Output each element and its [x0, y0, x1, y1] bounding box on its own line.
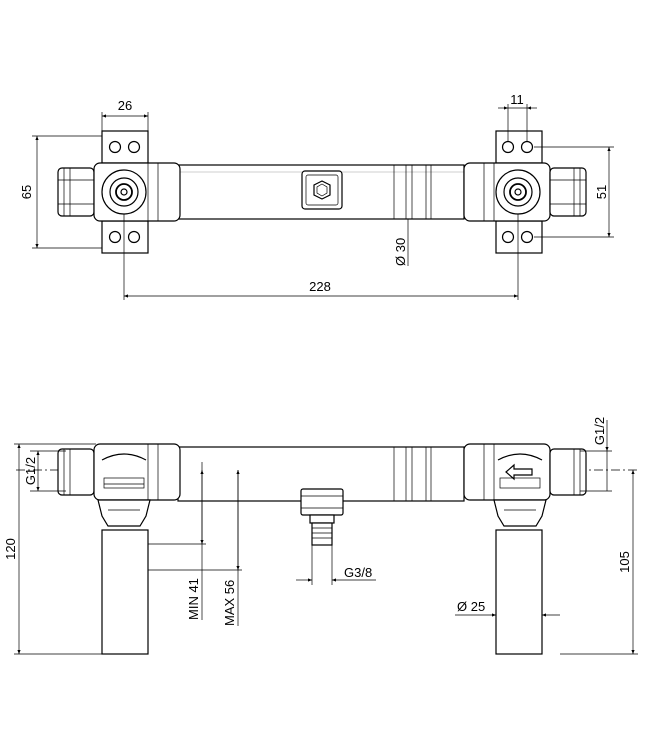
dim-text-26: 26 — [118, 98, 132, 113]
dim-text-g12-right: G1/2 — [592, 417, 607, 445]
dim-text-dia25: Ø 25 — [457, 599, 485, 614]
flow-arrow-icon — [505, 463, 533, 481]
dim-text-g38: G3/8 — [344, 565, 372, 580]
dim-flange-width: 26 — [101, 98, 149, 131]
dim-thread-right: G1/2 — [580, 417, 612, 492]
top-right-valve — [463, 162, 587, 222]
dim-text-228: 228 — [309, 279, 331, 294]
dim-text-dia30: Ø 30 — [393, 238, 408, 266]
top-center-hex-outlet — [301, 170, 343, 210]
dim-text-11: 11 — [510, 92, 524, 107]
side-left-valve — [57, 443, 181, 527]
dim-flange-height: 65 — [19, 135, 102, 249]
dim-text-max56: MAX 56 — [222, 580, 237, 626]
side-center-outlet — [300, 488, 344, 546]
dim-text-min41: MIN 41 — [186, 578, 201, 620]
dim-text-g12-left: G1/2 — [23, 457, 38, 485]
side-view: G1/2 G1/2 120 MIN 41 — [3, 417, 640, 655]
side-left-leg — [101, 529, 149, 655]
dim-thread-left: G1/2 — [23, 450, 66, 492]
dim-outlet-max: MAX 56 — [148, 470, 242, 626]
dim-leg-height: 105 — [560, 470, 638, 655]
dim-text-105: 105 — [617, 551, 632, 573]
dim-overall-height: 120 — [3, 443, 102, 655]
dim-hole-spacing: 51 — [534, 146, 614, 238]
dim-body-diameter: Ø 30 — [393, 219, 409, 266]
dim-leg-diameter: Ø 25 — [455, 599, 560, 620]
dim-outlet-min: MIN 41 — [148, 462, 206, 620]
dim-text-65: 65 — [19, 185, 34, 199]
dim-outlet-thread: G3/8 — [296, 545, 376, 585]
dim-hole-offset: 11 — [498, 92, 537, 141]
top-view: 26 11 65 51 Ø 30 — [19, 92, 614, 300]
dim-text-51: 51 — [594, 185, 609, 199]
top-left-valve — [57, 162, 181, 222]
side-right-leg — [495, 529, 543, 655]
dim-center-distance: 228 — [123, 214, 519, 300]
dim-text-120: 120 — [3, 538, 18, 560]
side-right-valve — [463, 443, 587, 527]
